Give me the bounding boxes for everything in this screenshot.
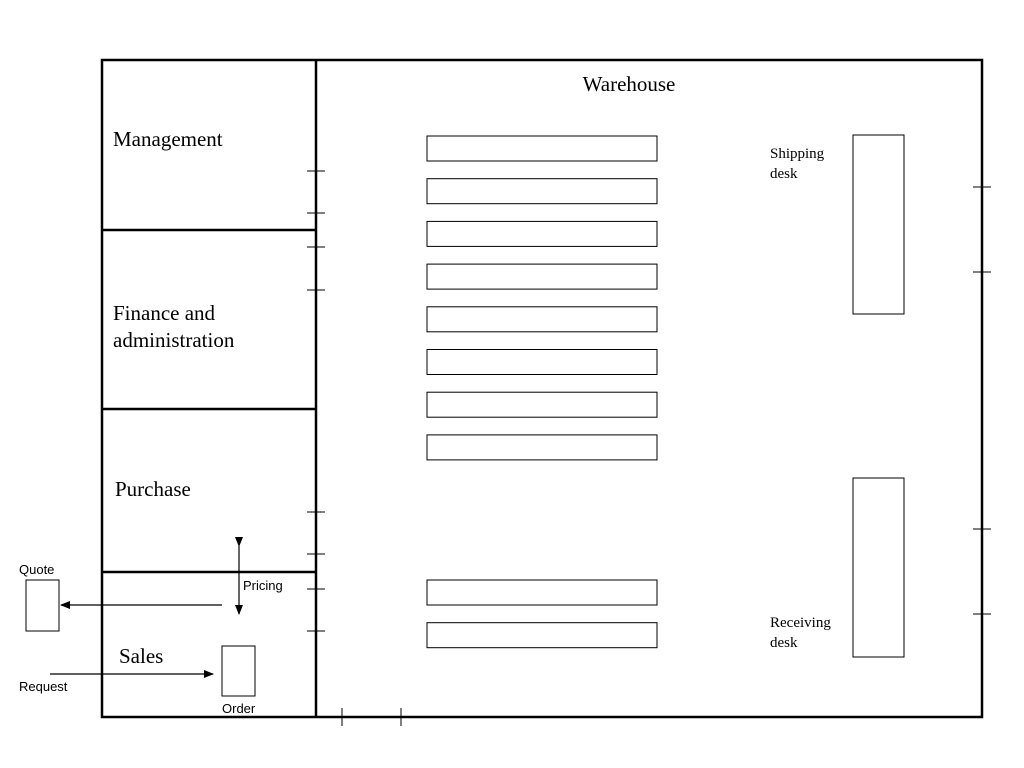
quote-document (25, 579, 60, 632)
room-label-finance-line2: administration (113, 328, 235, 352)
quote-label: Quote (19, 562, 54, 577)
shipping-desk-label-line1: Shipping (770, 146, 825, 162)
room-label-warehouse: Warehouse (583, 72, 676, 96)
room-label-purchase: Purchase (115, 477, 191, 501)
shelf-2 (426, 178, 658, 205)
room-label-management: Management (113, 127, 223, 151)
warehouse-shelves (426, 135, 658, 649)
receiving-desk (852, 477, 905, 658)
shelf-8 (426, 434, 658, 461)
order-document (221, 645, 256, 697)
building-outline (100, 58, 984, 719)
request-label: Request (19, 679, 68, 694)
shipping-desk-label-line2: desk (770, 166, 798, 182)
shelf-7 (426, 391, 658, 418)
receiving-desk-label-line2: desk (770, 635, 798, 651)
room-label-sales: Sales (119, 644, 163, 668)
shelf-4 (426, 263, 658, 290)
shelf-10 (426, 622, 658, 649)
room-label-finance-line1: Finance and (113, 301, 216, 325)
door-ticks (307, 170, 991, 726)
shipping-desk (852, 134, 905, 315)
shelf-9 (426, 579, 658, 606)
shelf-1 (426, 135, 658, 162)
shelf-5 (426, 306, 658, 333)
order-label: Order (222, 701, 256, 716)
shelf-6 (426, 349, 658, 375)
pricing-label: Pricing (243, 578, 283, 593)
shelf-3 (426, 220, 658, 247)
receiving-desk-label-line1: Receiving (770, 615, 831, 631)
